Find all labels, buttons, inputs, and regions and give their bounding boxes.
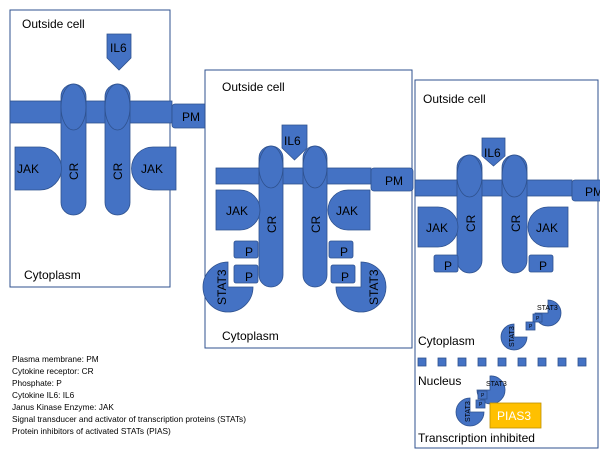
- receptor-head: [258, 145, 284, 189]
- stat3-right: [335, 261, 387, 313]
- jak-left: [417, 206, 459, 248]
- stat3-label: STAT3: [537, 305, 558, 312]
- stat3-label: STAT3: [486, 381, 507, 388]
- outside-cell-label: Outside cell: [22, 17, 85, 31]
- jak-label: JAK: [536, 221, 558, 235]
- legend: Plasma membrane: PM Cytokine receptor: C…: [12, 354, 246, 436]
- nucleus-label: Nucleus: [418, 374, 461, 388]
- jak-left: [215, 189, 261, 231]
- phosphate: [532, 313, 543, 323]
- il6-ligand: [481, 137, 506, 167]
- stat3-dimer-nucleus: STAT3 STAT3 P P: [455, 375, 507, 427]
- phosphate: [233, 240, 259, 259]
- nuclear-envelope: [417, 357, 587, 367]
- pm-tag: [370, 167, 414, 192]
- receptor-head: [302, 145, 328, 189]
- pias3-label: PIAS3: [497, 409, 531, 423]
- plasma-membrane: [215, 167, 372, 185]
- legend-item: Janus Kinase Enzyme: JAK: [12, 402, 114, 412]
- stat3-label: STAT3: [509, 326, 516, 347]
- cr-label: CR: [111, 162, 125, 180]
- phosphate: [328, 240, 354, 259]
- cr-label: CR: [265, 215, 279, 233]
- panel-3: Outside cell PM IL6 CR CR JAK JAK P P Cy…: [414, 79, 600, 449]
- jak-left: [14, 146, 62, 191]
- plasma-membrane: [9, 100, 173, 124]
- phosphate: [330, 264, 356, 284]
- legend-item: Plasma membrane: PM: [12, 354, 99, 364]
- il6-ligand: [106, 33, 132, 71]
- outside-cell-label: Outside cell: [423, 92, 486, 106]
- phosphate: [528, 254, 554, 273]
- cytoplasm-label: Cytoplasm: [418, 334, 475, 348]
- pm-label: PM: [182, 110, 200, 124]
- p-label: P: [481, 393, 485, 399]
- jak-label: JAK: [141, 162, 163, 176]
- p-label: P: [245, 270, 253, 284]
- stat3: [500, 323, 528, 351]
- legend-item: Signal transducer and activator of trans…: [12, 414, 246, 424]
- jak-right: [131, 146, 177, 191]
- cr-label: CR: [67, 162, 81, 180]
- p-label: P: [529, 324, 533, 330]
- cytoplasm-label: Cytoplasm: [222, 329, 279, 343]
- jak-label: JAK: [226, 204, 248, 218]
- p-label: P: [479, 402, 483, 408]
- stat3-left: [202, 261, 254, 313]
- p-label: P: [341, 270, 349, 284]
- pias3-protein: [489, 402, 542, 429]
- p-label: P: [536, 316, 540, 322]
- jak-label: JAK: [426, 221, 448, 235]
- transcription-inhibited-label: Transcription inhibited: [418, 431, 535, 445]
- jak-label: JAK: [336, 204, 358, 218]
- receptor-head: [104, 83, 131, 131]
- panel-2: Outside cell Cytoplasm PM IL6 CR CR JAK …: [202, 69, 414, 349]
- stat3-dimer-cytoplasm: STAT3 STAT3 P P: [500, 299, 562, 351]
- il6-label: IL6: [284, 134, 301, 148]
- plasma-membrane: [414, 179, 573, 197]
- il6-label: IL6: [110, 41, 127, 55]
- stat3-label: STAT3: [367, 269, 381, 305]
- il6-ligand: [281, 124, 308, 161]
- phosphate: [433, 254, 459, 273]
- cr-label: CR: [309, 215, 323, 233]
- cr-label: CR: [509, 214, 523, 232]
- pm-label: PM: [385, 174, 403, 188]
- stat3-label: STAT3: [465, 401, 472, 422]
- cr-label: CR: [464, 214, 478, 232]
- panel-1: Outside cell Cytoplasm PM IL6 CR CR JAK …: [9, 9, 211, 288]
- p-label: P: [444, 259, 452, 273]
- outside-cell-label: Outside cell: [222, 80, 285, 94]
- pm-label: PM: [585, 185, 600, 199]
- phosphate: [525, 321, 536, 331]
- receptor-head: [456, 154, 483, 198]
- jak-right: [527, 206, 569, 248]
- p-label: P: [539, 259, 547, 273]
- jak-right: [327, 189, 371, 231]
- legend-item: Cytokine IL6: IL6: [12, 390, 75, 400]
- phosphate: [477, 390, 488, 400]
- receptor-head: [501, 154, 528, 198]
- legend-item: Protein inhibitors of activated STATs (P…: [12, 426, 171, 436]
- cytoplasm-label: Cytoplasm: [24, 268, 81, 282]
- p-label: P: [340, 245, 348, 259]
- phosphate: [475, 399, 486, 409]
- stat3: [455, 397, 485, 427]
- jak-label: JAK: [17, 162, 39, 176]
- receptor-head: [60, 83, 87, 131]
- p-label: P: [245, 245, 253, 259]
- phosphate: [233, 264, 259, 284]
- legend-item: Phosphate: P: [12, 378, 62, 388]
- stat3-label: STAT3: [215, 269, 229, 305]
- pm-tag: [571, 179, 600, 202]
- il6-label: IL6: [484, 146, 501, 160]
- legend-item: Cytokine receptor: CR: [12, 366, 94, 376]
